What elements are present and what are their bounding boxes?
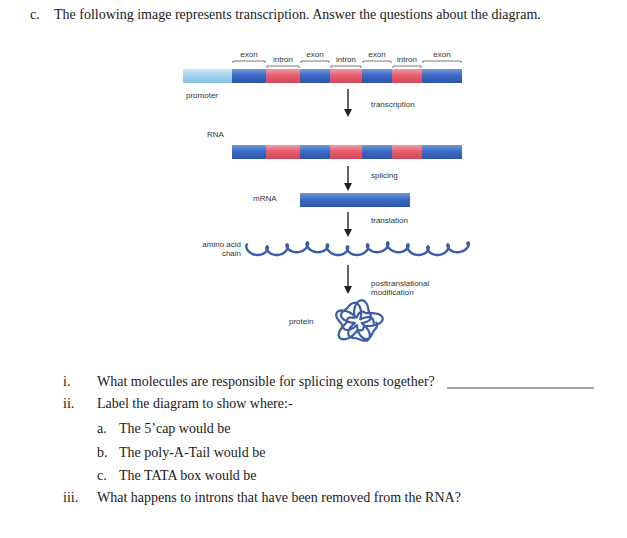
promoter-label: promoter — [186, 91, 218, 100]
step-label: translation — [371, 216, 408, 225]
step-label: splicing — [371, 171, 398, 180]
exon-label: exon — [306, 50, 323, 59]
rna-bar — [232, 145, 462, 159]
question-heading: The following image represents transcrip… — [54, 7, 541, 23]
question-text: What happens to introns that have been r… — [97, 490, 461, 506]
sub-question: The poly-A-Tail would be — [119, 445, 265, 461]
question-text: What molecules are responsible for splic… — [97, 374, 435, 390]
question-number: iii. — [63, 490, 78, 506]
sub-letter: c. — [97, 468, 107, 484]
exon-label: exon — [240, 50, 257, 59]
intron-label: intron — [336, 55, 356, 64]
chain-label: amino acid chain — [189, 240, 241, 258]
question-letter: c. — [30, 7, 40, 23]
amino-acid-chain — [246, 242, 469, 255]
answer-line — [447, 388, 594, 389]
exon-label: exon — [433, 50, 450, 59]
step-arrows — [347, 89, 348, 290]
dna-bar — [183, 69, 462, 83]
protein-label: protein — [289, 317, 313, 326]
sub-question: The TATA box would be — [119, 468, 256, 484]
step-label: posttranslational modification — [371, 279, 441, 297]
exon-label: exon — [368, 50, 385, 59]
folded-protein — [336, 300, 383, 340]
sub-question: The 5’cap would be — [119, 421, 231, 437]
mrna-label: mRNA — [253, 194, 277, 203]
question-text: Label the diagram to show where:- — [97, 396, 293, 412]
sub-letter: a. — [97, 421, 107, 437]
rna-label: RNA — [207, 130, 224, 139]
step-label: transcription — [371, 100, 415, 109]
intron-label: intron — [397, 55, 417, 64]
sub-letter: b. — [97, 445, 108, 461]
question-number: i. — [63, 374, 70, 390]
intron-label: intron — [273, 55, 293, 64]
mrna-bar — [300, 193, 410, 207]
question-number: ii. — [63, 396, 74, 412]
